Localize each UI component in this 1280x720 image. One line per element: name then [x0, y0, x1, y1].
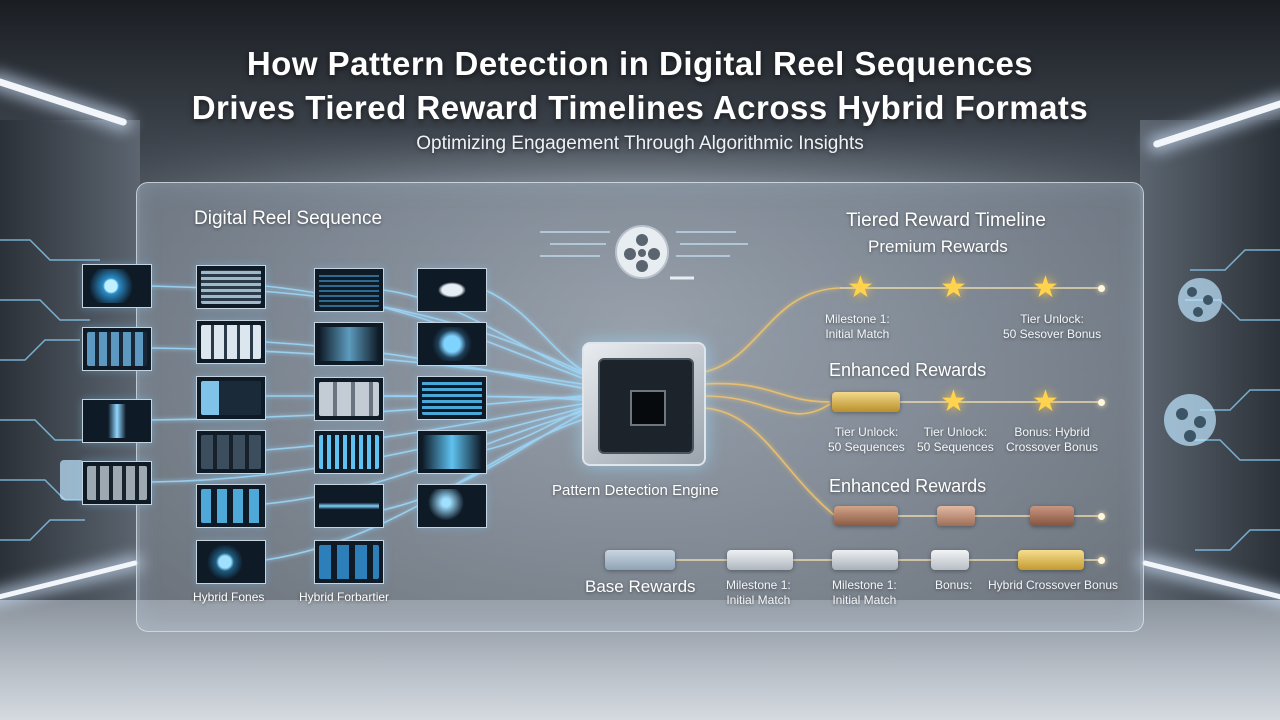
enhanced-note-1: Tier Unlock: 50 Sequences — [828, 425, 905, 454]
page-title: How Pattern Detection in Digital Reel Se… — [0, 42, 1280, 130]
reel-tile — [314, 540, 384, 584]
reel-tile — [196, 320, 266, 364]
premium-label: Premium Rewards — [868, 237, 1008, 256]
caption-hybrid-fones: Hybrid Fones — [193, 590, 265, 604]
caption-hybrid-forbartier: Hybrid Forbartier — [299, 590, 390, 604]
reel-tile — [82, 327, 152, 371]
base-note-2: Milestone 1: Initial Match — [832, 578, 897, 607]
reel-tile — [196, 265, 266, 309]
premium-note-milestone: Milestone 1: Initial Match — [825, 312, 890, 341]
chip-core — [630, 390, 666, 426]
title-line-2: Drives Tiered Reward Timelines Across Hy… — [191, 89, 1089, 126]
base-reward-bar — [832, 550, 898, 570]
reel-tile — [82, 264, 152, 308]
reel-tile — [314, 484, 384, 528]
reel-tile — [417, 268, 487, 312]
right-wall — [1140, 120, 1280, 640]
base-note-3: Bonus: — [935, 578, 973, 592]
ceiling — [0, 0, 1280, 180]
enhanced-label-2: Enhanced Rewards — [829, 476, 987, 496]
timeline-end-dot — [1098, 399, 1105, 406]
base-reward-bar — [931, 550, 969, 570]
reel-tile — [196, 540, 266, 584]
film-reel-icon — [615, 225, 694, 280]
sequence-heading: Digital Reel Sequence — [194, 208, 383, 229]
star-icon: ★ — [1032, 271, 1059, 304]
star-icon: ★ — [1032, 385, 1059, 418]
reel-tile — [417, 376, 487, 420]
bronze-reward-bar — [834, 506, 898, 526]
reel-tile — [417, 322, 487, 366]
engine-label: Pattern Detection Engine — [552, 482, 719, 499]
timeline-end-dot — [1098, 285, 1105, 292]
base-reward-bar — [605, 550, 675, 570]
timeline-end-dot — [1098, 513, 1105, 520]
reel-tile — [82, 399, 152, 443]
premium-note-tier-unlock: Tier Unlock: 50 Sesover Bonus — [1003, 312, 1102, 341]
gold-reward-bar — [1018, 550, 1084, 570]
reel-tile — [417, 484, 487, 528]
reel-tile — [314, 430, 384, 474]
left-wall — [0, 120, 140, 640]
reel-tile — [417, 430, 487, 474]
reel-tile — [314, 322, 384, 366]
enhanced-label-1: Enhanced Rewards — [829, 360, 987, 380]
base-label: Base Rewards — [585, 577, 696, 596]
reel-tile — [82, 461, 152, 505]
star-icon: ★ — [940, 271, 967, 304]
reel-tile — [196, 376, 266, 420]
data-streaks — [540, 231, 748, 257]
base-note-1: Milestone 1: Initial Match — [726, 578, 791, 607]
title-line-1: How Pattern Detection in Digital Reel Se… — [246, 45, 1034, 82]
chip-inner — [598, 358, 694, 454]
gold-reward-bar — [832, 392, 900, 412]
reel-tile — [196, 484, 266, 528]
reel-tile — [196, 430, 266, 474]
base-reward-bar — [727, 550, 793, 570]
page-subtitle: Optimizing Engagement Through Algorithmi… — [416, 133, 864, 154]
bronze-reward-bar — [937, 506, 975, 526]
reel-tile — [314, 377, 384, 421]
reel-tile — [314, 268, 384, 312]
bronze-reward-bar — [1030, 506, 1074, 526]
star-icon: ★ — [847, 271, 874, 304]
star-icon: ★ — [940, 385, 967, 418]
timeline-end-dot — [1098, 557, 1105, 564]
base-note-4: Hybrid Crossover Bonus — [988, 578, 1119, 592]
timeline-heading: Tiered Reward Timeline — [846, 210, 1046, 231]
enhanced-note-3: Bonus: Hybrid Crossover Bonus — [1006, 425, 1099, 454]
enhanced-note-2: Tier Unlock: 50 Sequences — [917, 425, 994, 454]
pattern-detection-chip — [582, 342, 706, 466]
